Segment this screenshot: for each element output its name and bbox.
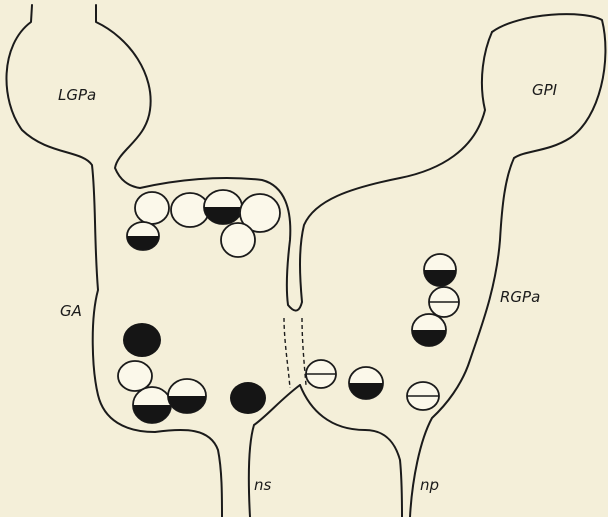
cell-empty <box>171 193 209 227</box>
cell-filled <box>230 382 266 414</box>
cell-empty <box>221 223 255 257</box>
cell-cluster-junction <box>306 360 383 399</box>
cell-empty <box>135 192 169 224</box>
cell-cluster-ga <box>118 323 266 423</box>
cell-half-filled <box>204 190 242 224</box>
cell-filled <box>123 323 161 357</box>
cell-half-filled <box>424 254 456 286</box>
label-lgpa: LGPa <box>58 86 96 104</box>
cell-bisected <box>429 287 459 317</box>
label-ga: GA <box>60 302 82 320</box>
cell-empty <box>118 361 152 391</box>
cell-bisected <box>306 360 336 388</box>
label-gpi: GPI <box>532 81 558 99</box>
cell-bisected <box>407 382 439 410</box>
cell-cluster-rgpa <box>407 254 459 410</box>
dashed-junction <box>284 318 306 388</box>
cell-half-filled <box>133 387 171 423</box>
label-rgpa: RGPa <box>500 288 540 306</box>
cell-cluster-upper <box>127 190 280 257</box>
cell-half-filled <box>412 314 446 346</box>
label-np: np <box>420 476 439 494</box>
cell-half-filled <box>168 379 206 413</box>
label-ns: ns <box>254 476 272 494</box>
lgpa-ga-outline <box>6 5 222 517</box>
cell-half-filled <box>349 367 383 399</box>
cell-half-filled <box>127 222 159 250</box>
rgpa-inner-outline <box>300 385 402 517</box>
